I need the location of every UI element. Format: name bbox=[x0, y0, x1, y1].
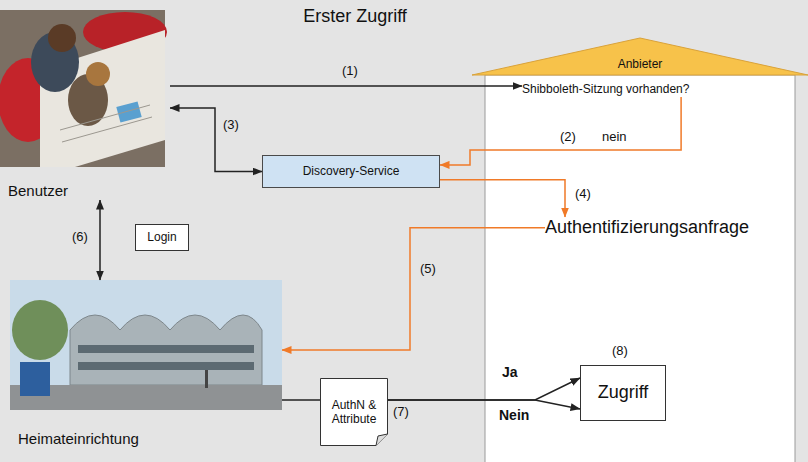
building bbox=[70, 315, 262, 385]
node-label: Shibboleth-Sitzung vorhanden? bbox=[522, 82, 689, 96]
blue-cube bbox=[20, 362, 50, 396]
building-windows bbox=[78, 345, 254, 353]
document-fold bbox=[376, 434, 388, 446]
paper-line bbox=[62, 117, 152, 142]
lamp-post bbox=[205, 370, 208, 388]
diagram-title: Erster Zugriff bbox=[255, 6, 455, 28]
connector bbox=[282, 399, 320, 401]
connector bbox=[170, 85, 522, 87]
edge-label: (5) bbox=[418, 262, 438, 277]
edge-label: Nein bbox=[497, 407, 531, 423]
node-label: Zugriff bbox=[598, 382, 649, 404]
edge-label: (6) bbox=[70, 230, 90, 245]
node-label: Discovery-Service bbox=[303, 164, 400, 178]
photo-ground bbox=[10, 385, 282, 410]
tree bbox=[12, 300, 68, 360]
document-shape bbox=[321, 379, 388, 446]
connector bbox=[99, 200, 101, 280]
tablet bbox=[116, 101, 141, 122]
person-head bbox=[48, 24, 76, 52]
node-label: Login bbox=[147, 230, 176, 244]
user-photo bbox=[0, 10, 167, 167]
edge-label: Ja bbox=[500, 364, 520, 380]
login-box: Login bbox=[135, 224, 189, 251]
edge-label: (1) bbox=[340, 64, 360, 79]
node-label: Authentifizierungsanfrage bbox=[545, 217, 749, 239]
callout-number: (7) bbox=[391, 405, 411, 420]
box-border bbox=[581, 366, 666, 421]
house-roof bbox=[472, 38, 808, 75]
access-box: Zugriff bbox=[580, 365, 666, 421]
edge-label: nein bbox=[600, 130, 629, 145]
paper-line bbox=[60, 105, 150, 130]
box-border bbox=[263, 156, 440, 188]
node-label: Heimateinrichtung bbox=[18, 430, 139, 448]
edge-label: (3) bbox=[221, 118, 241, 133]
campus-photo bbox=[10, 280, 282, 410]
connector bbox=[170, 108, 262, 172]
edge-label: (4) bbox=[573, 187, 593, 202]
session-check: Shibboleth-Sitzung vorhanden? bbox=[522, 79, 689, 97]
home-institution-picture: Heimateinrichtung bbox=[10, 280, 282, 448]
house-label: Anbieter bbox=[618, 57, 663, 71]
document-shape-node: AuthN & Attribute bbox=[320, 378, 388, 446]
user-picture: Benutzer bbox=[5, 10, 170, 200]
person-head bbox=[86, 62, 110, 86]
box-border bbox=[136, 225, 189, 251]
provider-house: AnbieterShibboleth-Sitzung vorhanden? Aut… bbox=[472, 38, 808, 462]
callout-number: (2) bbox=[558, 130, 578, 145]
title-text: Erster Zugriff bbox=[303, 6, 407, 28]
callout-number: (8) bbox=[610, 344, 630, 359]
node-label: Benutzer bbox=[8, 182, 68, 200]
photo-sky bbox=[10, 280, 282, 410]
building-windows bbox=[78, 362, 254, 370]
request-text: Authentifizierungsanfrage bbox=[545, 217, 749, 239]
node-label: AuthN & Attribute bbox=[326, 398, 382, 427]
house-body bbox=[485, 75, 795, 462]
process-box: Discovery-Service bbox=[262, 155, 440, 188]
